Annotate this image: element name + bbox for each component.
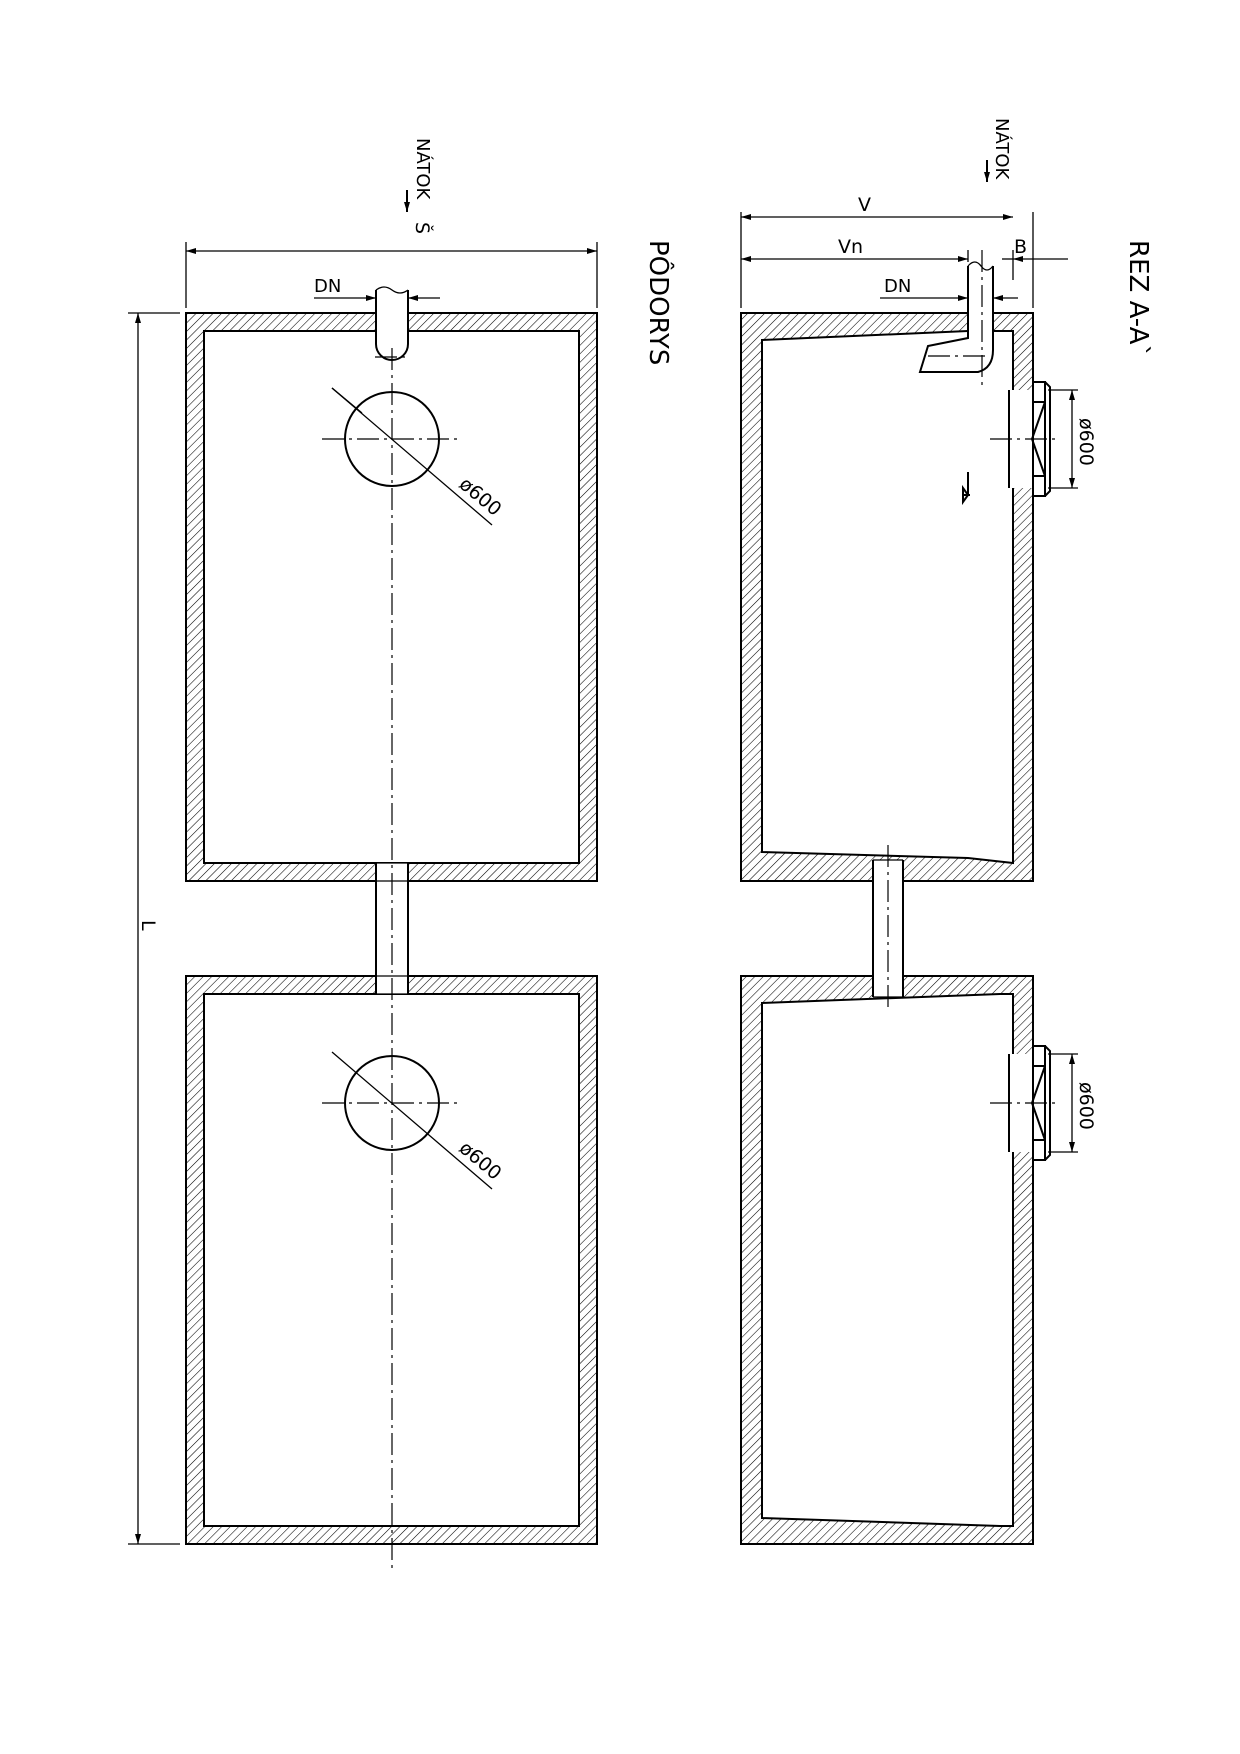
section-title: REZ A-A` (1123, 240, 1153, 357)
section-height-label: V (858, 194, 871, 216)
section-inlet-pipe (918, 266, 994, 373)
section-inlet-height-label: Vn (838, 236, 863, 258)
plan-width-label: Š (411, 222, 435, 234)
plan-title: PÔDORYS (643, 240, 675, 365)
section-inflow-label: NÁTOK (991, 118, 1013, 181)
section-manhole-1-label: ø600 (1075, 418, 1097, 466)
water-level-symbol (962, 472, 970, 506)
section-tank-upper-wall (740, 312, 1034, 882)
section-manhole-2-label: ø600 (1075, 1082, 1097, 1130)
plan-inflow-label: NÁTOK (412, 138, 434, 201)
plan-manhole-1-label: ø600 (455, 473, 506, 521)
section-pipe-label: DN (884, 276, 911, 297)
section-view (740, 160, 1078, 1545)
section-tank-lower-wall (740, 975, 1034, 1545)
plan-length-label: L (137, 920, 159, 931)
section-offset-label: B (1014, 236, 1027, 258)
plan-pipe-label: DN (314, 276, 341, 297)
plan-view (128, 190, 598, 1572)
plan-tank-upper-wall (185, 312, 598, 882)
plan-tank-lower-wall (185, 975, 598, 1545)
plan-manhole-2-label: ø600 (455, 1137, 506, 1185)
